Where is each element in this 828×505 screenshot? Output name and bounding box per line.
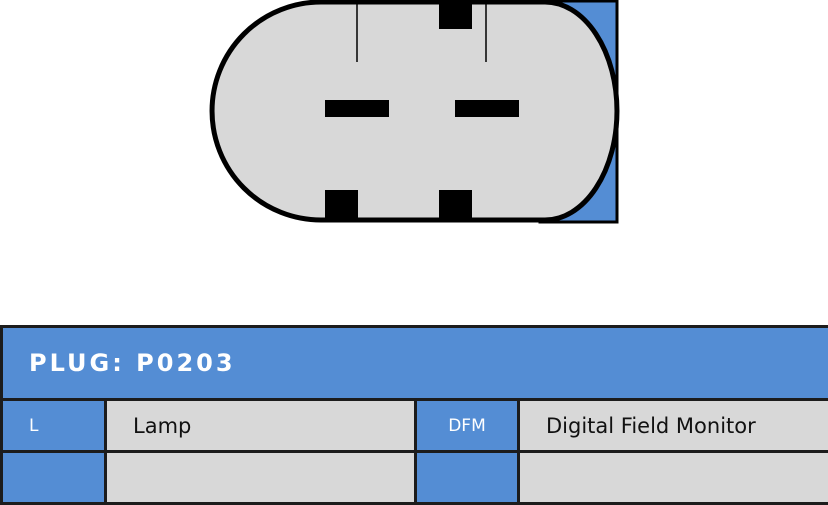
pin-dfm (455, 100, 519, 117)
connector-face-diagram (0, 0, 828, 325)
pinout-table: PLUG: P0203 L Lamp DFM Digital Field Mon… (0, 325, 828, 505)
table-row: L Lamp DFM Digital Field Monitor (2, 400, 828, 452)
pin-description: Lamp (106, 400, 416, 452)
plug-title: PLUG: P0203 (2, 327, 828, 400)
pin-description (106, 452, 416, 504)
pin-bottom-right (439, 190, 472, 222)
pin-bottom-left (325, 190, 358, 222)
pin-code (2, 452, 106, 504)
pin-top (439, 0, 472, 29)
pin-code (416, 452, 519, 504)
table-row (2, 452, 828, 504)
pin-code: L (2, 400, 106, 452)
pin-code: DFM (416, 400, 519, 452)
connector-housing (212, 2, 617, 220)
pin-description: Digital Field Monitor (519, 400, 828, 452)
pin-description (519, 452, 828, 504)
pin-l (325, 100, 389, 117)
